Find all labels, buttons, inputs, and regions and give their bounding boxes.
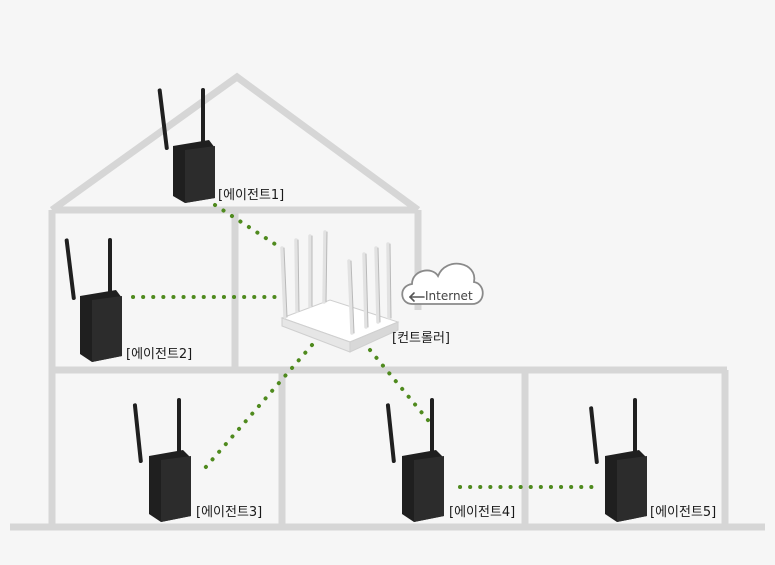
antenna-icon (108, 238, 112, 300)
antenna-icon (430, 398, 434, 460)
antenna-icon (132, 403, 143, 464)
cloud-icon (401, 262, 484, 305)
agent1-label: [에이전트1] (218, 188, 285, 203)
controller-router (280, 230, 400, 353)
antenna-icon (201, 88, 205, 150)
agent5-router (589, 398, 647, 522)
wireless-links (131, 203, 602, 489)
internet-label: Internet (425, 289, 473, 303)
antenna-icon (589, 406, 599, 465)
roof-left (49, 72, 421, 213)
agent3-label: [에이전트3] (196, 505, 263, 520)
antenna-icon (385, 403, 396, 464)
link-controller-agent1 (213, 203, 280, 248)
agent1-router (157, 88, 215, 203)
antenna-icon (177, 398, 181, 460)
antenna-icon (157, 88, 169, 151)
agent3-router (132, 398, 191, 522)
link-controller-agent4 (368, 348, 434, 427)
house-outline (10, 72, 765, 531)
agent4-router (385, 398, 444, 522)
agent2-router (64, 238, 122, 362)
agent4-label: [에이전트4] (449, 505, 516, 520)
antenna-icon (633, 398, 637, 460)
agent2-label: [에이전트2] (126, 347, 193, 362)
controller-label: [컨트롤러] (392, 331, 450, 346)
link-controller-agent3 (203, 343, 314, 470)
arrow-left-icon (408, 292, 425, 302)
antenna-icon (64, 238, 76, 301)
agent5-label: [에이전트5] (650, 505, 717, 520)
